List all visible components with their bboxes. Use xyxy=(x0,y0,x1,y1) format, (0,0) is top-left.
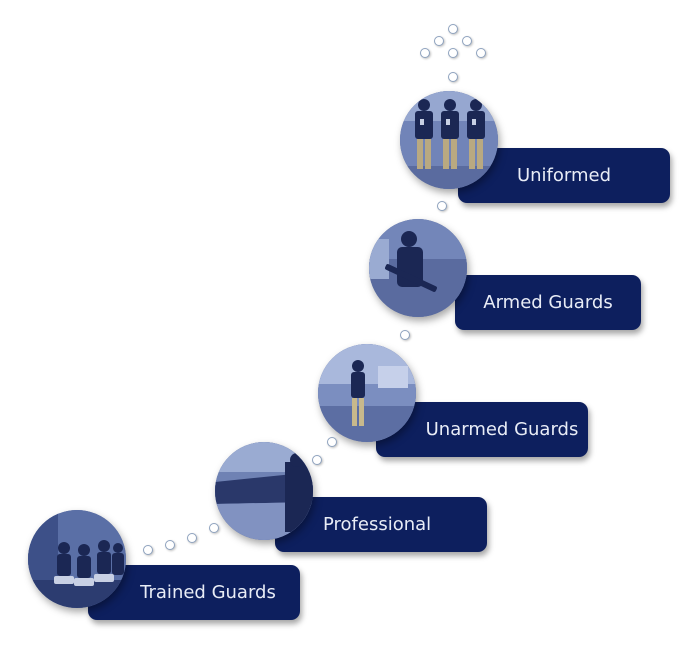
professional-image xyxy=(215,442,313,540)
seated-guards-image xyxy=(28,510,126,608)
connector-dot xyxy=(400,330,410,340)
connector-dot xyxy=(437,201,447,211)
step-label-text: Trained Guards xyxy=(140,582,276,603)
connector-dot xyxy=(448,24,458,34)
photo-trained-guards xyxy=(28,510,126,608)
connector-dot xyxy=(476,48,486,58)
connector-dot xyxy=(434,36,444,46)
connector-dot xyxy=(312,455,322,465)
standing-guard-image xyxy=(318,344,416,442)
step-label-trained-guards: Trained Guards xyxy=(88,565,300,620)
connector-dot xyxy=(209,523,219,533)
connector-dot xyxy=(448,48,458,58)
photo-armed-guards xyxy=(369,219,467,317)
step-label-text: Professional xyxy=(323,514,432,535)
photo-uniformed xyxy=(400,91,498,189)
photo-unarmed-guards xyxy=(318,344,416,442)
armed-guard-image xyxy=(369,219,467,317)
uniformed-guards-image xyxy=(400,91,498,189)
connector-dot xyxy=(448,72,458,82)
connector-dot xyxy=(462,36,472,46)
step-label-uniformed: Uniformed xyxy=(458,148,670,203)
photo-professional xyxy=(215,442,313,540)
step-label-text: Unarmed Guards xyxy=(425,419,579,440)
connector-dot xyxy=(165,540,175,550)
step-label-text: Armed Guards xyxy=(483,292,613,313)
connector-dot xyxy=(327,437,337,447)
step-label-armed-guards: Armed Guards xyxy=(455,275,641,330)
connector-dot xyxy=(187,533,197,543)
step-label-text: Uniformed xyxy=(516,165,612,186)
connector-dot xyxy=(143,545,153,555)
connector-dot xyxy=(420,48,430,58)
